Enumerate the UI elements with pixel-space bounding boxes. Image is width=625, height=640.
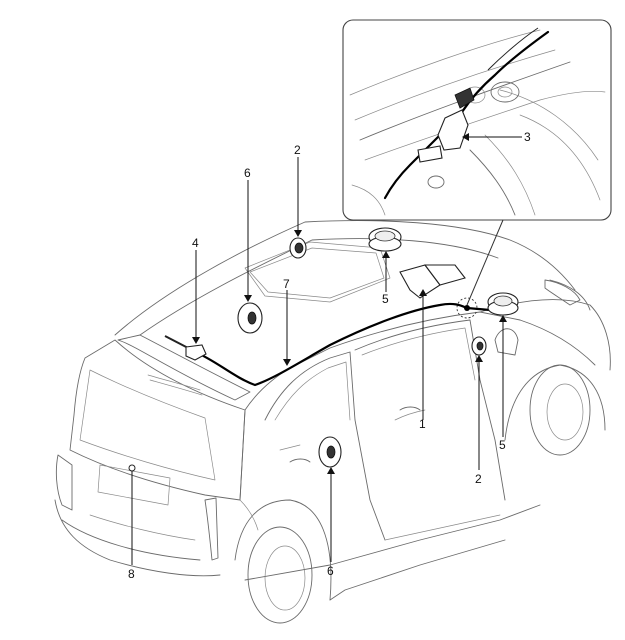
callout-3: 3 — [524, 130, 531, 144]
door-speaker-upper — [237, 302, 263, 334]
speaker-upper — [368, 227, 402, 252]
callout-5-upper: 5 — [382, 292, 389, 306]
detail-inset — [342, 19, 612, 221]
callout-4: 4 — [192, 236, 199, 250]
tweeter-upper — [289, 237, 307, 259]
tweeter-lower — [471, 336, 487, 356]
callout-6-upper: 6 — [244, 166, 251, 180]
callout-2-upper: 2 — [294, 143, 301, 157]
callout-6-lower: 6 — [327, 564, 334, 578]
callout-7: 7 — [283, 277, 290, 291]
antenna-cable — [193, 302, 502, 387]
rear-fitting — [128, 464, 136, 472]
roof-antenna — [164, 335, 207, 361]
callout-2-lower: 2 — [475, 472, 482, 486]
amplifier-module — [399, 264, 466, 299]
speaker-lower — [487, 292, 519, 316]
car-outline — [54, 220, 611, 624]
callout-8: 8 — [128, 567, 135, 581]
callout-5-lower: 5 — [499, 438, 506, 452]
leader-lines — [131, 133, 522, 565]
callout-1: 1 — [419, 417, 426, 431]
door-speaker-lower — [318, 436, 342, 468]
